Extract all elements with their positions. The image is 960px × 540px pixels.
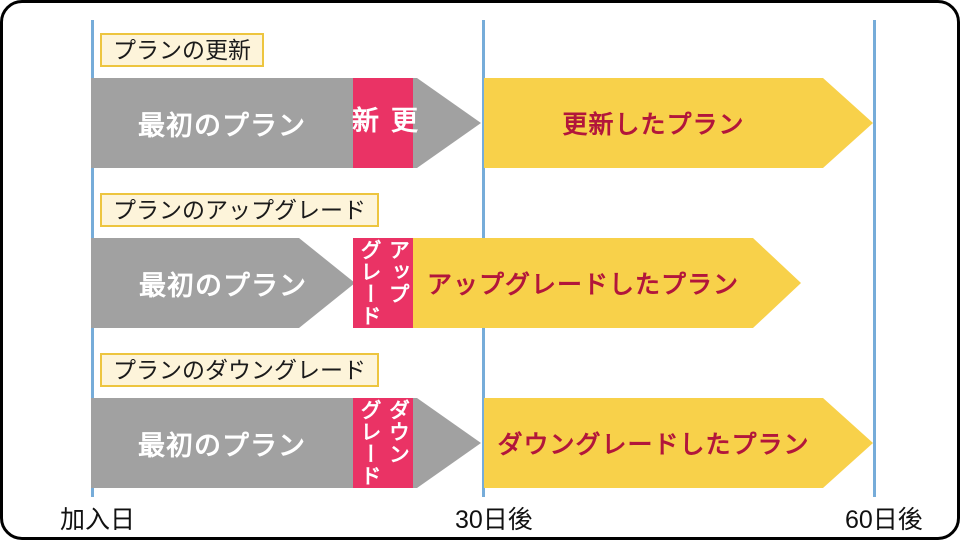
initial-plan-arrow-downgrade: 最初のプラン <box>91 398 481 488</box>
transition-segment-renewal: 更 新 <box>348 78 417 168</box>
initial-plan-label: 最初のプラン <box>138 430 306 461</box>
axis-label-join-date: 加入日 <box>60 506 136 534</box>
timeline-line-60days <box>873 20 876 497</box>
axis-label-30days: 30日後 <box>455 506 533 534</box>
transition-label: アップ グレード <box>358 239 410 327</box>
result-plan-label: アップグレードしたプラン <box>426 271 739 299</box>
axis-label-60days: 60日後 <box>845 506 923 534</box>
row-title-upgrade: プランのアップグレード <box>100 193 379 227</box>
row-title-renewal: プランの更新 <box>100 33 264 67</box>
initial-plan-label: 最初のプラン <box>138 110 306 141</box>
transition-label: 更 新 <box>348 106 417 140</box>
row-title-downgrade: プランのダウングレード <box>100 353 379 387</box>
result-plan-arrow-upgrade: アップグレードしたプラン <box>413 238 801 328</box>
result-plan-arrow-downgrade: ダウングレードしたプラン <box>484 398 873 488</box>
transition-segment-upgrade: アップ グレード <box>353 238 413 328</box>
result-plan-label: 更新したプラン <box>562 111 745 139</box>
initial-plan-arrow-upgrade: 最初のプラン <box>91 238 355 328</box>
initial-plan-label: 最初のプラン <box>139 270 307 301</box>
initial-plan-arrow-renewal: 最初のプラン <box>91 78 481 168</box>
result-plan-arrow-renewal: 更新したプラン <box>484 78 873 168</box>
transition-segment-downgrade: ダウン グレード <box>353 398 413 488</box>
result-plan-label: ダウングレードしたプラン <box>497 431 810 459</box>
transition-label: ダウン グレード <box>358 399 410 487</box>
